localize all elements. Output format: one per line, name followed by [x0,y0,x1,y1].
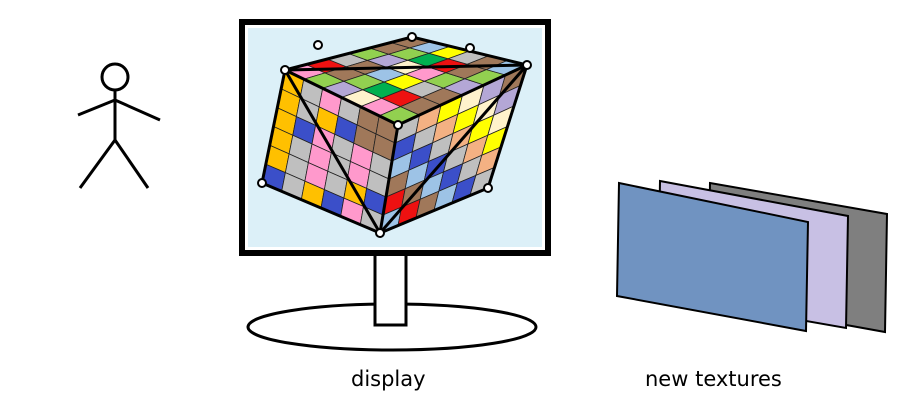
vertex-marker [407,32,417,42]
vertex-marker [313,40,323,50]
person-icon [77,62,161,189]
cube-edge [378,124,400,234]
vertex-marker [257,178,267,188]
monitor-stand [373,249,408,327]
cube-edge [284,35,413,72]
cube-diagonal [284,63,528,72]
vertex-marker [483,183,493,193]
monitor [239,19,551,352]
vertex-marker [280,65,290,75]
textured-cube [257,32,532,238]
cube-edge [260,69,287,184]
cube-edge [284,68,399,127]
cube-edge [486,64,529,189]
cube-edge [379,186,489,235]
texture-sheet-front [615,181,810,333]
vertex-marker [465,43,475,53]
cube-diagonal [283,69,382,234]
texture-stack [615,179,889,334]
vertex-marker [393,120,403,130]
vertex-marker [522,60,532,70]
display-caption: display [351,367,426,391]
vertex-marker [375,228,385,238]
cube-diagonal [378,64,529,234]
textures-caption: new textures [645,367,782,391]
cube-edge [397,63,528,127]
cube-edge [261,181,381,235]
